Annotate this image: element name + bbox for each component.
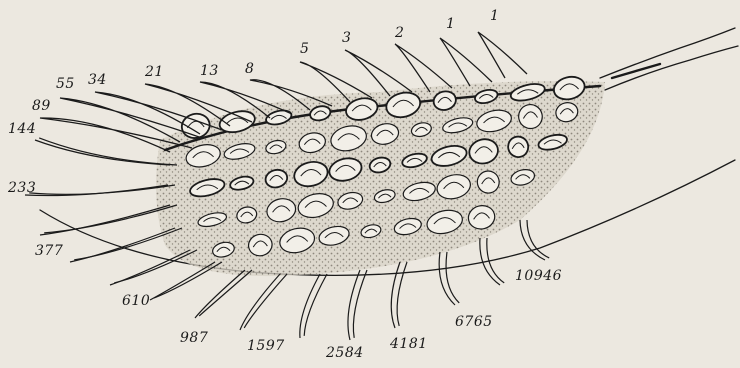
- label-21: 21: [144, 64, 164, 80]
- label-4181: 4181: [389, 336, 428, 352]
- bract-upper: [478, 32, 527, 78]
- bract-upper: [440, 38, 492, 86]
- label-144: 144: [8, 121, 36, 137]
- bract-lower: [244, 274, 287, 328]
- label-3: 3: [342, 30, 351, 46]
- label-610: 610: [122, 293, 150, 309]
- label-13: 13: [200, 63, 219, 79]
- label-34: 34: [88, 72, 107, 88]
- bract-lower: [240, 274, 280, 330]
- label-233: 233: [7, 180, 36, 196]
- bract-lower: [446, 252, 459, 303]
- bract-upper: [395, 44, 452, 92]
- bract-lower: [195, 270, 245, 318]
- bract-lower: [40, 205, 170, 235]
- bract-upper: [345, 50, 412, 96]
- bract-lower: [199, 270, 252, 316]
- label-6765: 6765: [455, 314, 493, 330]
- label-987: 987: [180, 330, 208, 346]
- label-2584: 2584: [325, 345, 364, 361]
- bract-lower: [527, 220, 549, 258]
- label-10946: 10946: [515, 268, 562, 284]
- label-1597: 1597: [247, 338, 285, 354]
- bract-lower: [39, 138, 177, 165]
- bract-lower: [29, 185, 175, 194]
- label-5: 5: [300, 41, 309, 57]
- bract-lower: [300, 274, 320, 338]
- label-89: 89: [32, 98, 51, 114]
- bract-lower: [353, 270, 367, 338]
- bract-lower: [480, 238, 500, 285]
- label-1b: 1: [446, 16, 455, 32]
- label-1a: 1: [490, 8, 499, 24]
- bract-lower: [397, 262, 407, 326]
- label-2: 2: [394, 25, 404, 41]
- stem: [600, 28, 738, 90]
- bract-lower: [487, 238, 504, 283]
- bract-lower: [520, 220, 545, 260]
- label-8: 8: [245, 61, 254, 77]
- label-55: 55: [56, 76, 75, 92]
- label-377: 377: [35, 243, 63, 259]
